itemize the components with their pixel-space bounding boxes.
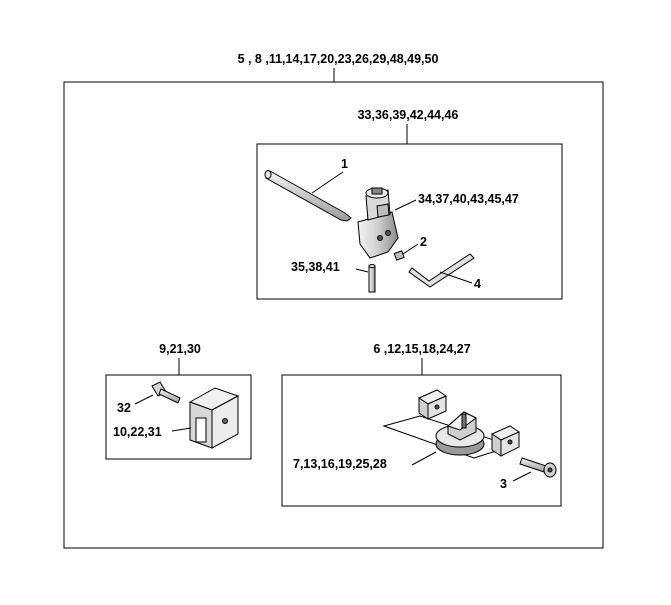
clamp-block-callout: 10,22,31 (113, 425, 162, 439)
upper-kit-label: 33,36,39,42,44,46 (358, 108, 459, 122)
main-assembly-label: 5 , 8 ,11,14,17,20,23,26,29,48,49,50 (238, 52, 439, 66)
pin-callout: 35,38,41 (291, 260, 340, 274)
screw-callout: 32 (117, 401, 131, 415)
upper-kit: 33,36,39,42,44,46 1 34,37,40,43,45,47 (256, 108, 563, 300)
left-kit: 9,21,30 32 10,22,31 (105, 342, 252, 460)
holder-part (357, 187, 417, 259)
clamp-block-part (171, 387, 240, 449)
right-kit-label: 6 ,12,15,18,24,27 (373, 342, 470, 356)
cap-screw-callout: 3 (500, 477, 507, 491)
set-screw-callout: 2 (420, 235, 427, 249)
pin-part (355, 264, 376, 293)
right-jaw-part (490, 425, 521, 457)
right-kit-frame (281, 374, 562, 507)
left-kit-frame (105, 374, 252, 460)
hex-key-callout: 4 (474, 277, 481, 291)
right-kit: 6 ,12,15,18,24,27 (281, 342, 562, 507)
main-assembly-frame (63, 81, 604, 549)
left-kit-label: 9,21,30 (159, 342, 201, 356)
holder-callout: 34,37,40,43,45,47 (418, 192, 519, 206)
rod-part (264, 170, 352, 222)
main-assembly: 5 , 8 ,11,14,17,20,23,26,29,48,49,50 (63, 52, 604, 549)
adapter-set-callout: 7,13,16,19,25,28 (293, 457, 387, 471)
hex-key-part (408, 253, 475, 288)
screw-part (134, 381, 181, 405)
round-adapter-part (435, 411, 485, 456)
upper-kit-frame (256, 143, 563, 300)
rod-callout: 1 (341, 157, 348, 171)
left-jaw-part (417, 389, 448, 420)
set-screw-part (393, 243, 419, 261)
cap-screw-part (512, 457, 557, 482)
adapter-set-leader (411, 451, 437, 466)
